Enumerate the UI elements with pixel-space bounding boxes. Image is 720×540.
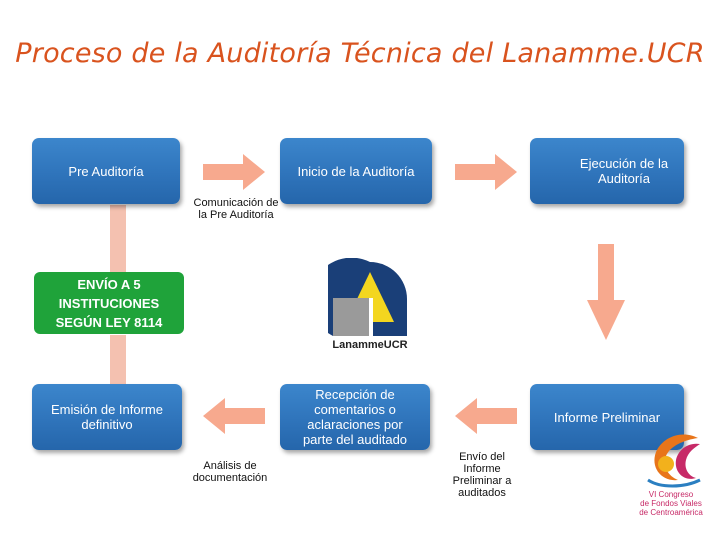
connector-top [110, 205, 126, 275]
congreso-logo-icon [647, 434, 701, 488]
step-pre-auditoria-label: Pre Auditoría [68, 163, 144, 179]
label-comunicacion: Comunicación de la Pre Auditoría [193, 197, 279, 221]
step-inicio-auditoria: Inicio de la Auditoría [280, 138, 432, 204]
label-envio-informe: Envío del Informe Preliminar a auditados [452, 451, 512, 499]
lanamme-logo: LanammeUCR [324, 258, 416, 354]
step-envio-instituciones-label: ENVÍO A 5 INSTITUCIONES SEGÚN LEY 8114 [55, 276, 163, 330]
arrow-right-1 [203, 154, 265, 190]
lanamme-logo-icon [328, 258, 407, 336]
congreso-logo-line2: de Fondos Viales [640, 499, 702, 508]
step-inicio-label: Inicio de la Auditoría [297, 163, 415, 179]
step-recepcion-comentarios: Recepción de comentarios o aclaraciones … [280, 384, 430, 450]
connector-bottom [110, 335, 126, 387]
lanamme-logo-text: LanammeUCR [332, 339, 408, 351]
step-envio-instituciones: ENVÍO A 5 INSTITUCIONES SEGÚN LEY 8114 [34, 272, 184, 334]
congreso-logo-line1: VI Congreso [648, 490, 694, 499]
step-emision-informe: Emisión de Informe definitivo [32, 384, 182, 450]
step-informe-preliminar-label: Informe Preliminar [553, 409, 661, 425]
step-pre-auditoria: Pre Auditoría [32, 138, 180, 204]
step-ejecucion-label: Ejecución de la Auditoría [579, 156, 669, 186]
arrow-left-2 [455, 398, 517, 434]
slide-title: Proceso de la Auditoría Técnica del Lana… [15, 38, 705, 69]
congreso-logo-line3: de Centroamérica [639, 508, 703, 517]
arrow-right-2 [455, 154, 517, 190]
step-ejecucion-auditoria: Ejecución de la Auditoría [530, 138, 684, 204]
arrow-down [587, 244, 625, 340]
step-informe-preliminar: Informe Preliminar [530, 384, 684, 450]
arrow-left-1 [203, 398, 265, 434]
label-analisis: Análisis de documentación [192, 460, 268, 484]
step-emision-label: Emisión de Informe definitivo [51, 402, 163, 432]
congreso-logo: VI Congreso de Fondos Viales de Centroam… [630, 430, 712, 526]
step-recepcion-label: Recepción de comentarios o aclaraciones … [302, 387, 408, 447]
